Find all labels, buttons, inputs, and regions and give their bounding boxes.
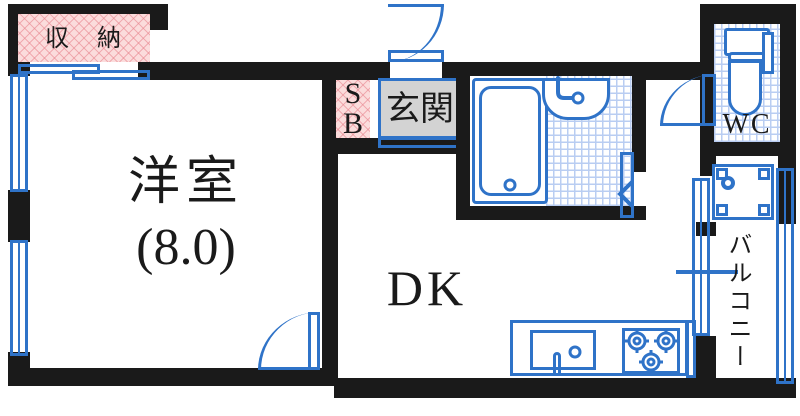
wc-label: WC — [722, 109, 772, 140]
balcony-railing — [776, 168, 794, 384]
window-left-upper-mullion — [18, 76, 20, 190]
toilet-side-tank-icon — [762, 32, 774, 74]
wc-door-panel[interactable] — [702, 74, 716, 126]
washer-pan-corner-br — [758, 204, 770, 216]
closet-sliding-door-left[interactable] — [18, 64, 100, 74]
entrance-step — [378, 136, 462, 148]
balcony-partition-divider — [676, 270, 738, 274]
bedroom-door-panel[interactable] — [308, 312, 320, 370]
kitchen-end-panel — [686, 320, 696, 378]
wall-bath-left — [456, 62, 470, 220]
wall-bottom-balcony — [696, 378, 796, 398]
wall-bath-bottom — [456, 206, 646, 220]
wall-bottom-dk — [334, 378, 714, 398]
closet-label: 収 納 — [45, 24, 123, 52]
closet-floor — [18, 14, 150, 62]
balcony-label: バルコニー — [724, 232, 752, 372]
washbasin-icon — [542, 78, 610, 120]
gas-stove-3burner-icon — [622, 328, 680, 374]
washer-pan-corner-tr — [758, 168, 770, 180]
balcony-railing-mullion — [784, 170, 786, 382]
wall-bottom-left — [8, 368, 318, 386]
shoebox-label-top: S — [344, 77, 362, 110]
bathtub-icon — [479, 86, 541, 196]
balcony-sliding-window[interactable] — [692, 178, 710, 336]
washing-machine-pan-icon — [712, 164, 774, 220]
wall-bedroom-top — [138, 62, 338, 80]
washer-pan-corner-bl — [716, 204, 728, 216]
washer-pan-corner-tl — [716, 168, 728, 180]
kitchen-sink-icon — [530, 330, 596, 370]
entrance-label: 玄関 — [386, 89, 454, 129]
window-left-lower-mullion — [18, 242, 20, 354]
shoebox-label-bottom: B — [342, 107, 363, 140]
closet-sliding-door-right[interactable] — [72, 70, 150, 80]
wall-bath-right-upper — [632, 62, 646, 172]
wall-left-middle — [8, 190, 30, 242]
window-left-lower[interactable] — [10, 240, 28, 356]
kitchen-faucet-icon — [553, 352, 561, 376]
wall-bedroom-right-lower — [322, 172, 338, 378]
wall-bath-top — [456, 62, 646, 80]
dk-label: DK — [386, 260, 468, 316]
wall-wc-bottom — [700, 140, 796, 156]
bedroom-label: 洋室 — [127, 152, 244, 212]
wall-corridor-to-wc — [646, 62, 702, 80]
entrance-floor — [380, 80, 460, 138]
window-left-upper[interactable] — [10, 74, 28, 192]
shoebox-floor — [336, 80, 370, 138]
wall-wc-top — [700, 4, 796, 26]
bath-folding-door[interactable] — [620, 152, 634, 218]
balcony-window-mullion — [700, 180, 702, 334]
wall-balcony-bottom-left — [696, 336, 716, 382]
bedroom-area-label: (8.0) — [136, 219, 236, 276]
wall-entrance-top-left — [322, 62, 390, 80]
entrance-door-panel[interactable] — [388, 50, 444, 62]
toilet-bowl-icon — [728, 60, 762, 116]
